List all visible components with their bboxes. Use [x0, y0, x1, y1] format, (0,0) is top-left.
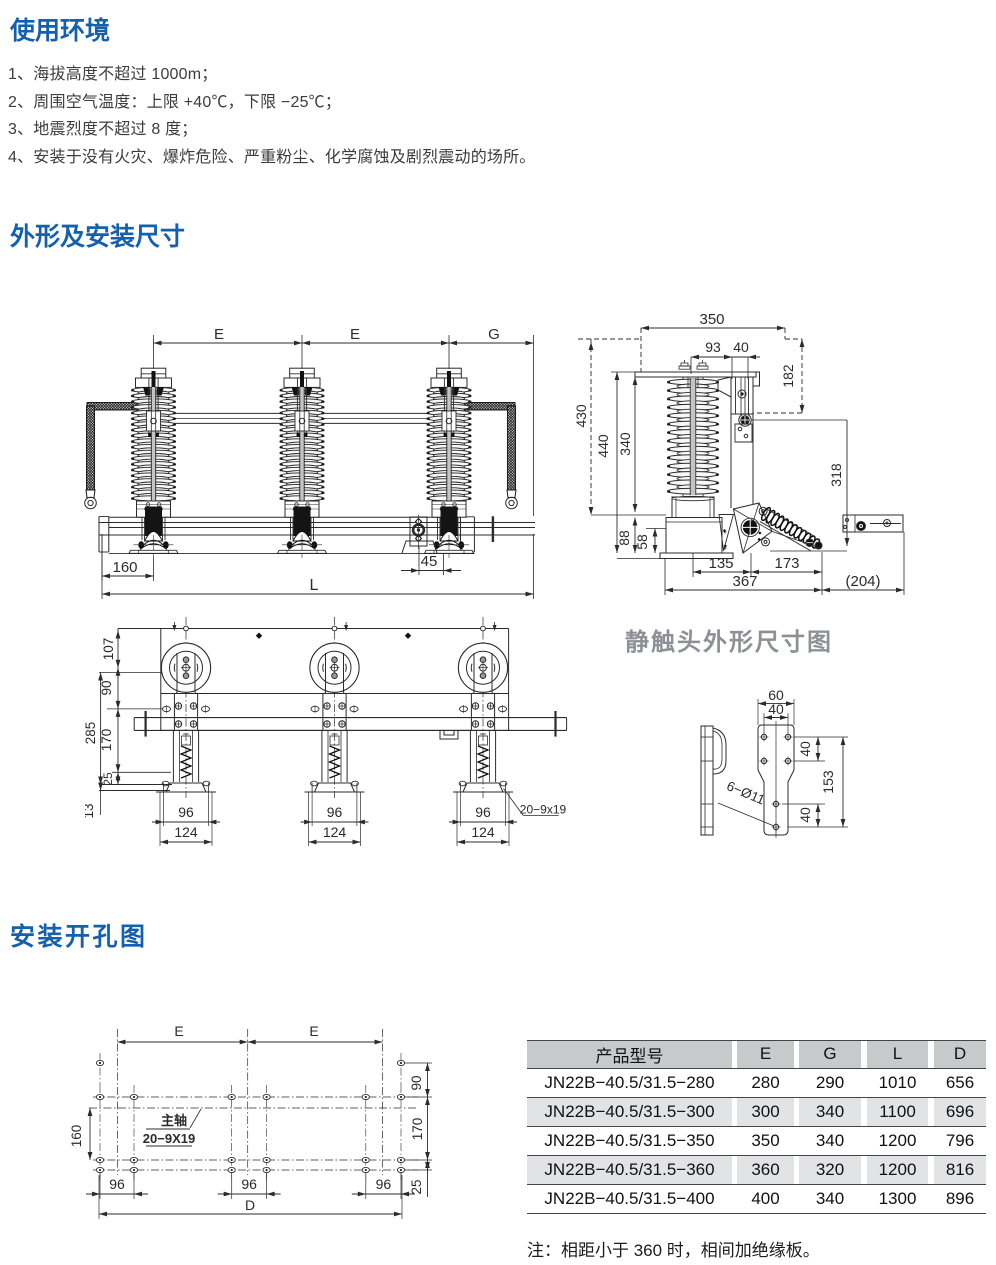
svg-text:350: 350 — [699, 311, 724, 328]
svg-text:135: 135 — [708, 555, 733, 572]
svg-text:25: 25 — [409, 1179, 424, 1194]
svg-text:160: 160 — [69, 1125, 84, 1148]
svg-text:173: 173 — [774, 555, 799, 572]
svg-text:6−Ø11: 6−Ø11 — [724, 778, 767, 807]
svg-text:(204): (204) — [845, 573, 880, 590]
svg-text:160: 160 — [112, 559, 137, 576]
svg-text:96: 96 — [241, 1176, 257, 1192]
svg-text:L: L — [310, 577, 319, 594]
svg-text:90: 90 — [409, 1075, 424, 1090]
svg-text:367: 367 — [732, 573, 757, 590]
svg-text:25: 25 — [101, 772, 115, 786]
svg-text:45: 45 — [421, 553, 438, 570]
svg-text:E: E — [309, 1023, 318, 1039]
svg-text:40: 40 — [797, 807, 813, 823]
svg-text:20−9X19: 20−9X19 — [143, 1131, 195, 1146]
svg-text:96: 96 — [376, 1176, 392, 1192]
svg-text:E: E — [214, 326, 224, 343]
svg-text:D: D — [245, 1197, 255, 1213]
svg-text:58: 58 — [634, 534, 650, 550]
svg-text:153: 153 — [820, 770, 836, 794]
svg-text:60: 60 — [768, 687, 784, 703]
svg-text:40: 40 — [733, 339, 749, 355]
svg-text:124: 124 — [471, 824, 495, 840]
svg-text:170: 170 — [410, 1118, 425, 1141]
svg-text:40: 40 — [768, 701, 784, 717]
svg-text:E: E — [350, 326, 360, 343]
svg-text:285: 285 — [85, 722, 98, 745]
svg-text:440: 440 — [595, 434, 611, 458]
svg-text:96: 96 — [327, 804, 343, 820]
svg-text:96: 96 — [178, 804, 194, 820]
svg-text:124: 124 — [323, 824, 347, 840]
svg-text:124: 124 — [174, 824, 198, 840]
svg-text:20−9x19: 20−9x19 — [520, 802, 567, 816]
svg-text:96: 96 — [475, 804, 491, 820]
svg-text:430: 430 — [575, 404, 589, 428]
svg-text:318: 318 — [828, 463, 844, 487]
svg-text:96: 96 — [109, 1176, 125, 1192]
svg-text:170: 170 — [99, 729, 114, 752]
svg-text:340: 340 — [617, 432, 633, 456]
svg-text:107: 107 — [101, 638, 116, 661]
svg-text:G: G — [488, 326, 500, 343]
svg-text:90: 90 — [99, 680, 114, 695]
svg-text:93: 93 — [705, 339, 721, 355]
svg-text:E: E — [174, 1023, 183, 1039]
svg-text:40: 40 — [797, 741, 813, 757]
svg-text:88: 88 — [616, 530, 632, 546]
svg-text:主轴: 主轴 — [161, 1113, 187, 1128]
svg-text:182: 182 — [780, 364, 796, 388]
svg-text:13: 13 — [85, 803, 96, 818]
